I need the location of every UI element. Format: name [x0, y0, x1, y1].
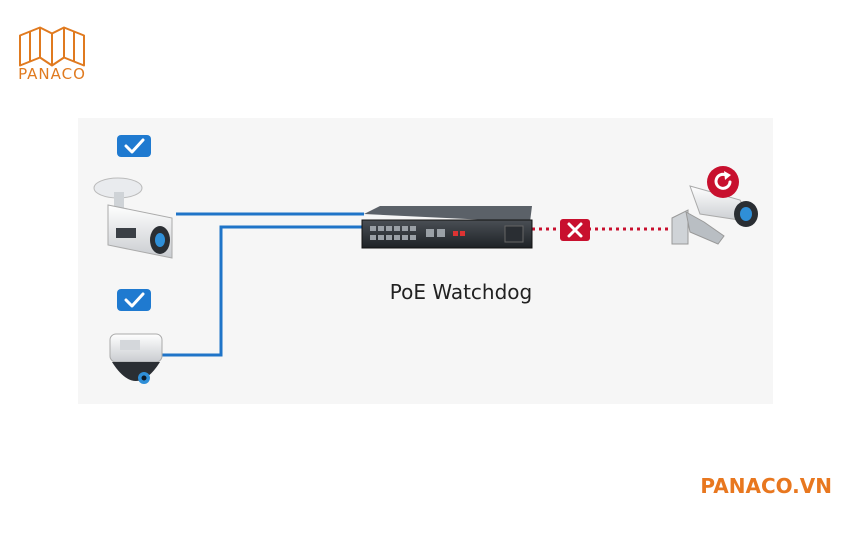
bullet-camera — [93, 177, 173, 259]
check-icon — [117, 289, 151, 311]
check-icon — [117, 135, 151, 157]
site-watermark: PANACO.VN — [700, 474, 832, 498]
panaco-logo — [19, 26, 85, 67]
faulty-camera — [671, 185, 758, 245]
restart-icon — [707, 166, 739, 198]
diagram-caption: PoE Watchdog — [389, 280, 533, 304]
link-dome-camera — [160, 225, 366, 357]
dome-camera — [109, 333, 163, 384]
logo-text: PANACO — [18, 65, 86, 83]
poe-switch — [361, 206, 533, 249]
ok-links — [160, 212, 366, 357]
x-icon — [560, 219, 590, 241]
